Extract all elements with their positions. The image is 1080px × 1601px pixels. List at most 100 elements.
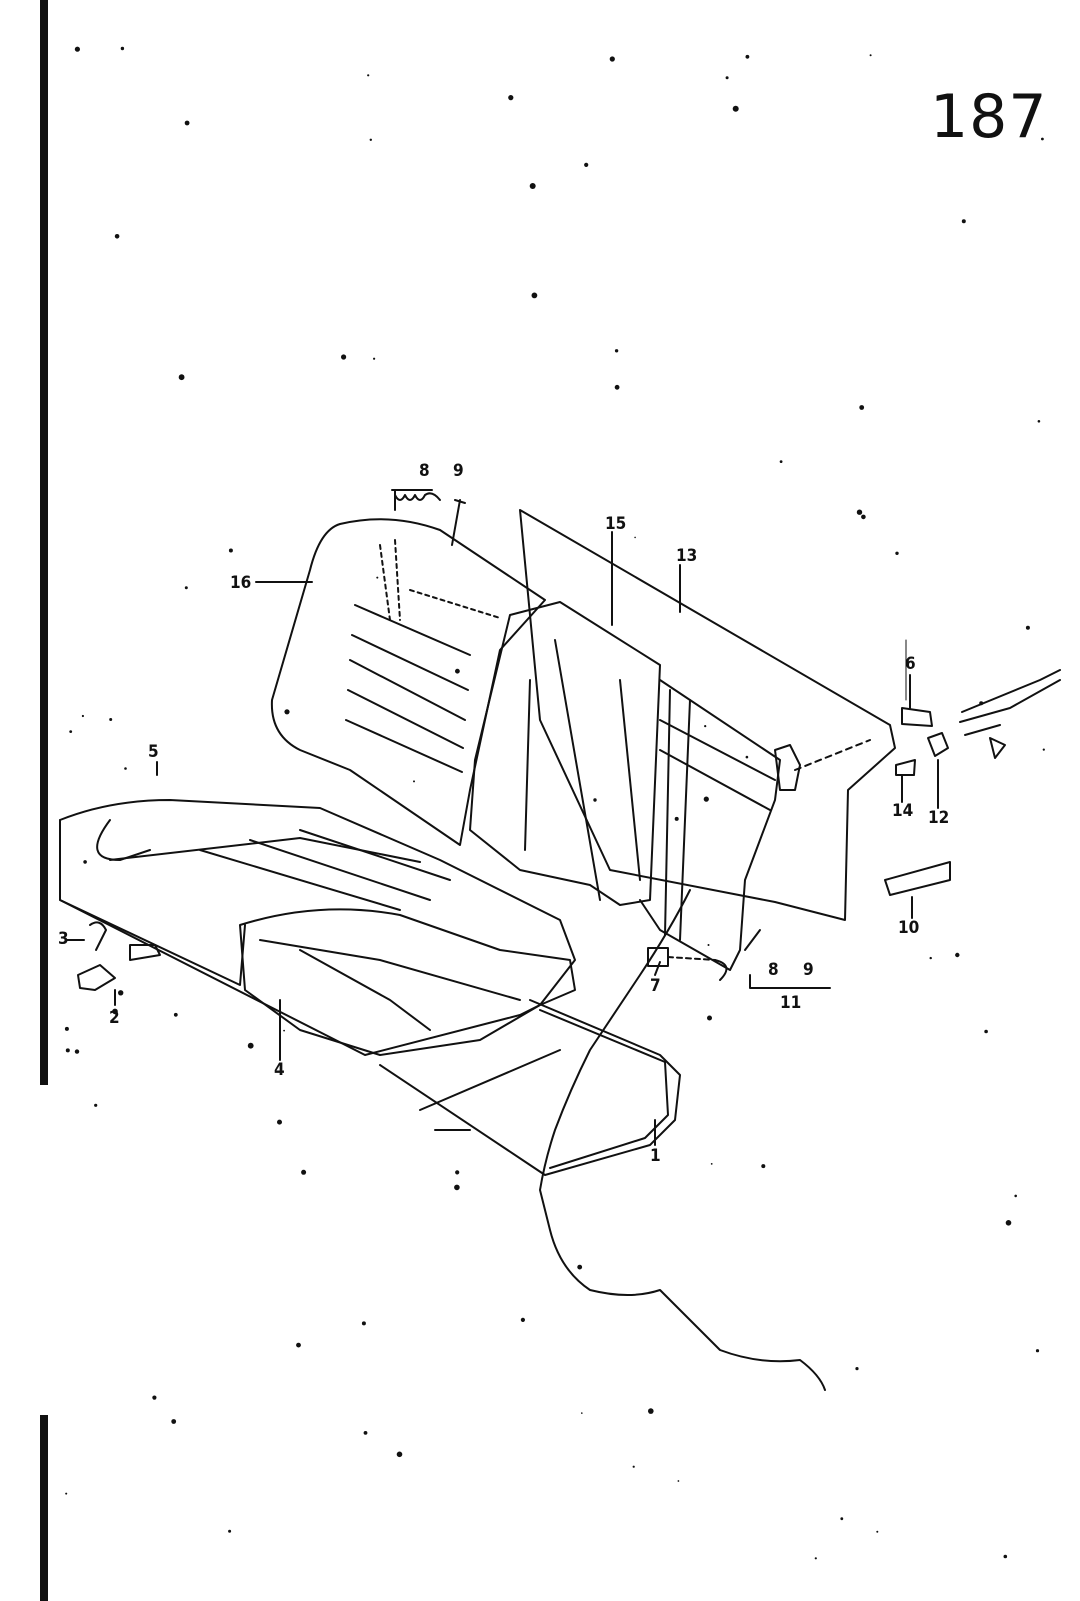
- scan-specks: [64, 46, 1045, 1560]
- speck: [876, 1530, 879, 1533]
- speck: [369, 138, 372, 141]
- callout-12: 12: [928, 808, 950, 828]
- speck: [247, 1042, 254, 1049]
- speck: [979, 701, 984, 706]
- speck: [725, 76, 729, 80]
- speck: [732, 105, 739, 112]
- speck: [1037, 420, 1041, 423]
- speck: [614, 384, 620, 390]
- page-number: 187: [930, 82, 1048, 152]
- binding-gap: [40, 1085, 48, 1415]
- speck: [531, 292, 538, 299]
- seat-rail: [959, 669, 1061, 736]
- speck: [609, 56, 615, 62]
- speck: [396, 1451, 403, 1458]
- speck: [69, 730, 73, 733]
- callout-16: 16: [230, 573, 252, 593]
- speck: [171, 1419, 177, 1424]
- speck: [855, 1367, 859, 1371]
- speck: [109, 718, 113, 721]
- speck: [707, 1015, 712, 1021]
- speck: [929, 956, 932, 960]
- speck: [1014, 1194, 1017, 1198]
- speck: [614, 349, 619, 353]
- binding-edge: [40, 0, 48, 1601]
- speck: [114, 234, 120, 239]
- backrest-frame: [639, 679, 781, 971]
- wiring-harness: [539, 889, 826, 1391]
- speck: [178, 374, 185, 381]
- speck: [577, 1264, 583, 1270]
- part-14: [895, 759, 916, 776]
- speck: [83, 860, 87, 864]
- speck: [1003, 1554, 1008, 1559]
- speck: [1041, 137, 1044, 141]
- speck: [520, 1317, 526, 1322]
- seat-cushion-pad: [239, 908, 576, 1056]
- part-12: [927, 732, 949, 757]
- speck: [761, 1164, 766, 1169]
- speck: [869, 54, 872, 57]
- speck: [895, 551, 899, 555]
- part-6: [901, 707, 933, 727]
- speck: [1005, 1220, 1012, 1226]
- speck: [376, 576, 379, 579]
- speck: [74, 1049, 80, 1054]
- callout-7: 7: [650, 976, 661, 996]
- speck: [648, 1408, 654, 1414]
- callout-11: 11: [780, 993, 802, 1013]
- speck: [277, 1119, 282, 1125]
- callout-15: 15: [605, 514, 627, 534]
- speck: [283, 1029, 285, 1032]
- speck: [361, 1321, 366, 1326]
- speck: [508, 95, 514, 101]
- speck: [413, 780, 415, 783]
- seat-cushion-cover: [59, 799, 576, 1056]
- speck: [710, 1163, 713, 1165]
- speck: [184, 586, 188, 590]
- speck: [120, 46, 125, 51]
- speck: [74, 46, 80, 52]
- speck: [856, 509, 863, 515]
- spring-8-top: [394, 492, 441, 501]
- speck: [1025, 625, 1030, 630]
- callout-8-bottom: 8: [768, 960, 779, 980]
- speck: [1035, 1349, 1040, 1353]
- speck: [65, 1492, 68, 1495]
- callout-3: 3: [58, 929, 69, 949]
- backrest-cover: [270, 518, 546, 846]
- part-3: [89, 921, 107, 951]
- speck: [118, 990, 124, 996]
- callout-10: 10: [898, 918, 920, 938]
- speck: [745, 54, 750, 59]
- speck: [363, 1431, 368, 1435]
- speck: [455, 668, 460, 674]
- speck: [703, 796, 709, 802]
- speck: [64, 1026, 69, 1031]
- speck: [94, 1103, 98, 1107]
- callout-9-top: 9: [453, 461, 464, 481]
- backrest-pad: [469, 601, 661, 906]
- speck: [704, 725, 707, 728]
- seat-frame: [379, 999, 681, 1176]
- callout-14: 14: [892, 801, 914, 821]
- speck: [228, 548, 233, 553]
- speck: [584, 162, 589, 167]
- speck: [961, 219, 966, 224]
- speck: [173, 1012, 178, 1017]
- callout-8-top: 8: [419, 461, 430, 481]
- speck: [341, 354, 347, 360]
- screw-9-top: [451, 499, 466, 546]
- hinge-bracket: [774, 744, 801, 791]
- speck: [955, 952, 960, 958]
- speck: [593, 798, 597, 802]
- callout-1: 1: [650, 1146, 661, 1166]
- callout-2: 2: [109, 1008, 120, 1028]
- speck: [1042, 748, 1045, 751]
- speck: [112, 1008, 118, 1015]
- callout-9-bottom: 9: [803, 960, 814, 980]
- callout-13: 13: [676, 546, 698, 566]
- speck: [184, 120, 190, 126]
- speck: [529, 183, 536, 189]
